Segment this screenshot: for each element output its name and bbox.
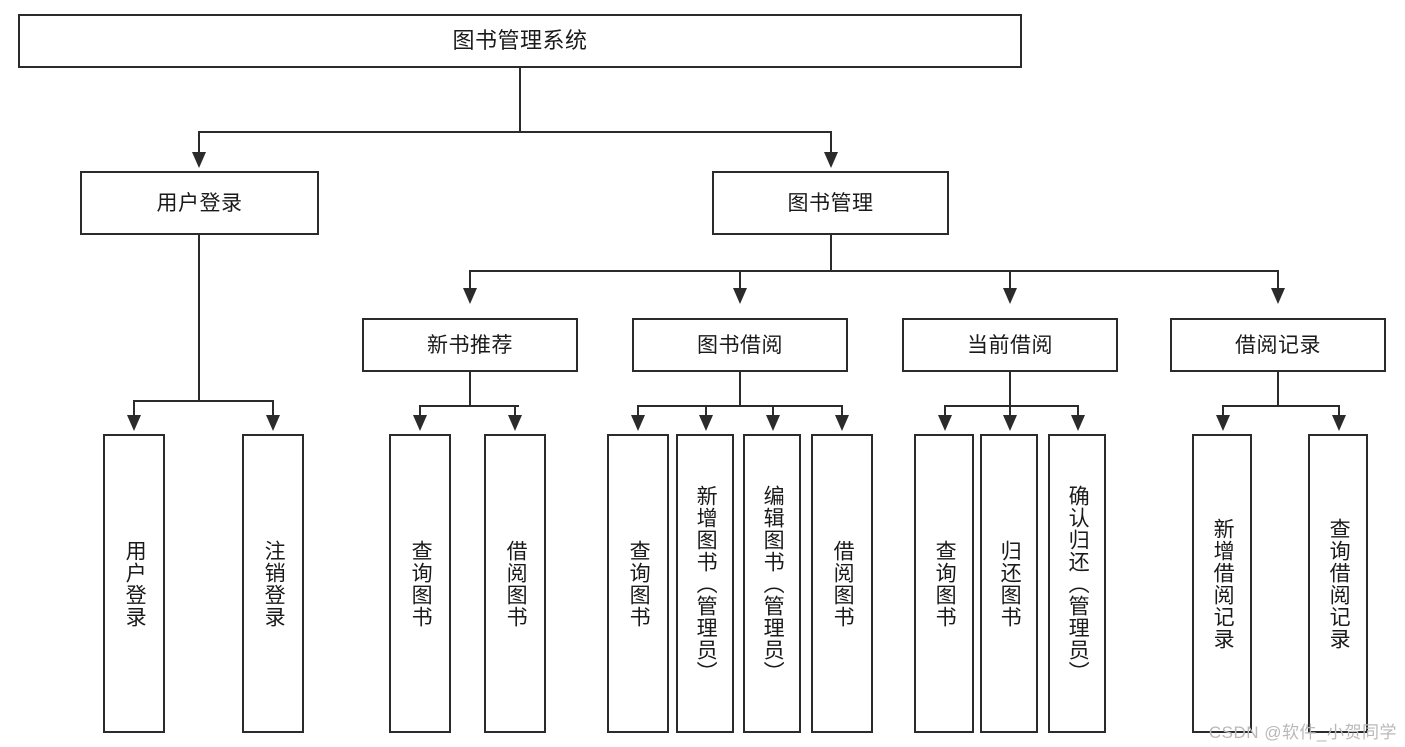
node-current-borrow-label: 当前借阅 — [967, 333, 1053, 357]
node-book-manage-label: 图书管理 — [787, 191, 874, 215]
node-new-book-recommend-label: 新书推荐 — [427, 333, 513, 357]
connector-current-borrow-stem — [1009, 372, 1011, 406]
node-leaf-query-book-current-label: 查询图书 — [933, 539, 957, 628]
connector-user-login-bus — [133, 400, 273, 402]
connector-borrow-record-to-leaf-2 — [1338, 405, 1340, 419]
arrowhead-root-to-book-manage — [824, 152, 838, 168]
node-borrow-record[interactable]: 借阅记录 — [1170, 318, 1386, 372]
connector-new-book-to-leaf-2 — [514, 405, 516, 419]
arrowhead-book-borrow-leaf-4 — [835, 415, 849, 431]
node-leaf-return-book-label: 归还图书 — [998, 539, 1022, 628]
node-leaf-query-borrow-record[interactable]: 查询借阅记录 — [1308, 434, 1368, 733]
node-leaf-borrow-book-recommend[interactable]: 借阅图书 — [484, 434, 546, 733]
arrowhead-l2-book-borrow — [733, 288, 747, 304]
node-leaf-logout[interactable]: 注销登录 — [242, 434, 304, 733]
node-book-borrow-label: 图书借阅 — [697, 333, 783, 357]
arrowhead-l2-borrow-record — [1271, 288, 1285, 304]
connector-root-bus — [198, 131, 831, 133]
connector-user-login-to-leaf-1 — [133, 400, 135, 419]
connector-current-borrow-to-leaf-2 — [1009, 405, 1011, 419]
connector-book-borrow-to-leaf-4 — [841, 405, 843, 419]
connector-root-stem — [519, 68, 521, 132]
connector-borrow-record-to-leaf-1 — [1222, 405, 1224, 419]
node-leaf-user-login[interactable]: 用户登录 — [103, 434, 165, 733]
arrowhead-current-borrow-leaf-2 — [1003, 415, 1017, 431]
node-leaf-add-borrow-record[interactable]: 新增借阅记录 — [1192, 434, 1252, 733]
arrowhead-book-borrow-leaf-1 — [631, 415, 645, 431]
arrowhead-borrow-record-leaf-1 — [1216, 415, 1230, 431]
connector-user-login-stem — [198, 235, 200, 401]
arrowhead-current-borrow-leaf-3 — [1071, 415, 1085, 431]
arrowhead-l2-current-borrow — [1003, 288, 1017, 304]
connector-book-manage-to-l2-1 — [469, 270, 471, 292]
connector-book-borrow-bus — [637, 405, 842, 407]
connector-root-to-user-login — [198, 131, 200, 156]
node-leaf-query-book-current[interactable]: 查询图书 — [914, 434, 974, 733]
connector-root-to-book-manage — [830, 131, 832, 156]
connector-book-borrow-stem — [739, 372, 741, 406]
connector-book-manage-to-l2-2 — [739, 270, 741, 292]
connector-book-manage-to-l2-4 — [1277, 270, 1279, 292]
node-leaf-query-book-borrow[interactable]: 查询图书 — [607, 434, 669, 733]
node-leaf-edit-book-admin-label: 编辑图书（管理员） — [761, 484, 785, 683]
csdn-watermark: CSDN @软件_小贺同学 — [1208, 723, 1397, 742]
connector-new-book-to-leaf-1 — [419, 405, 421, 419]
connector-user-login-to-leaf-2 — [272, 400, 274, 419]
node-leaf-add-borrow-record-label: 新增借阅记录 — [1211, 517, 1235, 650]
node-new-book-recommend[interactable]: 新书推荐 — [362, 318, 578, 372]
arrowhead-current-borrow-leaf-1 — [938, 415, 952, 431]
connector-current-borrow-to-leaf-1 — [944, 405, 946, 419]
node-leaf-query-book-recommend-label: 查询图书 — [409, 539, 433, 628]
connector-book-borrow-to-leaf-2 — [705, 405, 707, 419]
node-user-login[interactable]: 用户登录 — [80, 171, 319, 235]
connector-book-borrow-to-leaf-1 — [637, 405, 639, 419]
connector-borrow-record-stem — [1277, 372, 1279, 406]
node-root-system-label: 图书管理系统 — [452, 28, 588, 53]
node-leaf-query-book-recommend[interactable]: 查询图书 — [389, 434, 451, 733]
node-leaf-confirm-return-admin-label: 确认归还（管理员） — [1066, 484, 1090, 683]
connector-current-borrow-bus — [944, 405, 1078, 407]
arrowhead-l2-new-book — [463, 288, 477, 304]
node-root-system[interactable]: 图书管理系统 — [18, 14, 1022, 68]
arrowhead-borrow-record-leaf-2 — [1332, 415, 1346, 431]
connector-new-book-bus — [419, 405, 519, 407]
connector-new-book-stem — [469, 372, 471, 406]
node-book-manage[interactable]: 图书管理 — [712, 171, 949, 235]
node-current-borrow[interactable]: 当前借阅 — [902, 318, 1118, 372]
arrowhead-new-book-leaf-1 — [413, 415, 427, 431]
node-leaf-query-book-borrow-label: 查询图书 — [627, 539, 651, 628]
node-leaf-borrow-book-label: 借阅图书 — [831, 539, 855, 628]
node-leaf-borrow-book[interactable]: 借阅图书 — [811, 434, 873, 733]
node-leaf-edit-book-admin[interactable]: 编辑图书（管理员） — [743, 434, 801, 733]
arrowhead-user-login-leaf-1 — [127, 415, 141, 431]
node-user-login-label: 用户登录 — [156, 191, 243, 215]
node-book-borrow[interactable]: 图书借阅 — [632, 318, 848, 372]
node-leaf-query-borrow-record-label: 查询借阅记录 — [1327, 517, 1351, 650]
node-leaf-confirm-return-admin[interactable]: 确认归还（管理员） — [1048, 434, 1106, 733]
connector-book-manage-bus — [469, 270, 1279, 272]
arrowhead-book-borrow-leaf-3 — [766, 415, 780, 431]
node-leaf-user-login-label: 用户登录 — [123, 539, 147, 628]
node-leaf-return-book[interactable]: 归还图书 — [980, 434, 1038, 733]
connector-book-manage-to-l2-3 — [1009, 270, 1011, 292]
connector-book-borrow-to-leaf-3 — [772, 405, 774, 419]
connector-borrow-record-bus — [1222, 405, 1339, 407]
node-leaf-borrow-book-recommend-label: 借阅图书 — [504, 539, 528, 628]
node-leaf-add-book-admin-label: 新增图书（管理员） — [694, 484, 718, 683]
node-leaf-logout-label: 注销登录 — [262, 539, 286, 628]
arrowhead-book-borrow-leaf-2 — [699, 415, 713, 431]
node-leaf-add-book-admin[interactable]: 新增图书（管理员） — [676, 434, 734, 733]
connector-current-borrow-to-leaf-3 — [1077, 405, 1079, 419]
node-borrow-record-label: 借阅记录 — [1235, 333, 1321, 357]
connector-book-manage-stem — [830, 235, 832, 271]
arrowhead-user-login-leaf-2 — [266, 415, 280, 431]
arrowhead-root-to-user-login — [192, 152, 206, 168]
arrowhead-new-book-leaf-2 — [508, 415, 522, 431]
